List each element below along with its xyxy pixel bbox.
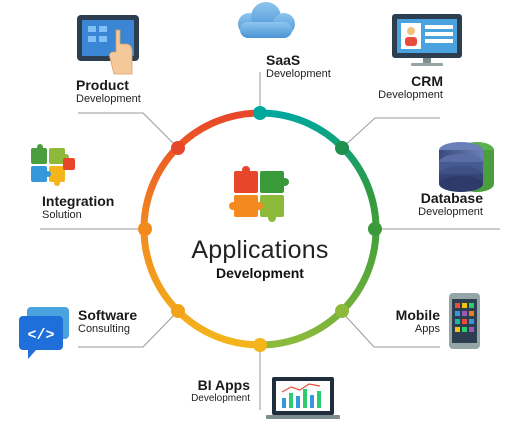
label-database: Database Development: [418, 190, 483, 219]
node-software: [171, 304, 185, 318]
label-integration-subtitle: Solution: [42, 209, 82, 222]
label-saas: SaaS Development: [266, 52, 331, 81]
node-integration: [138, 222, 152, 236]
laptop-chart-icon: [266, 377, 340, 419]
label-integration: Integration Solution: [42, 193, 114, 222]
label-integration-title: Integration: [42, 193, 115, 209]
label-product-title: Product: [76, 77, 129, 93]
svg-text:</>: </>: [27, 327, 54, 344]
label-software-subtitle: Consulting: [78, 323, 130, 336]
label-bi-subtitle: Development: [191, 393, 250, 405]
node-product: [171, 141, 185, 155]
center-title-sub: Development: [216, 265, 304, 281]
monitor-profile-icon: [392, 14, 462, 66]
label-database-title: Database: [420, 190, 483, 206]
connector-crm: [340, 117, 440, 150]
label-crm-title: CRM: [411, 73, 443, 89]
cloud-icon: [238, 2, 295, 38]
label-software-title: Software: [78, 307, 138, 323]
center-puzzle-icon: [229, 166, 289, 222]
center-title: Applications Development: [176, 236, 344, 281]
tablet-touch-icon: [77, 15, 139, 75]
label-database-subtitle: Development: [418, 206, 483, 219]
label-mobile-subtitle: Apps: [414, 323, 440, 336]
connector-software: [78, 310, 179, 348]
node-bi: [253, 338, 267, 352]
connector-product: [78, 112, 179, 149]
label-software: Software Consulting: [78, 307, 137, 336]
ring-nodes: [138, 106, 382, 352]
center-title-main: Applications: [191, 236, 329, 264]
label-mobile: Mobile Apps: [396, 307, 440, 336]
ring-right-arc: [259, 109, 380, 349]
smartphone-icon: [449, 293, 480, 349]
label-saas-subtitle: Development: [266, 68, 331, 81]
database-icon: [439, 142, 494, 192]
label-product-subtitle: Development: [76, 93, 141, 106]
label-bi-title: BI Apps: [197, 377, 250, 393]
puzzle-icon: [31, 144, 75, 186]
node-saas: [253, 106, 267, 120]
label-crm: CRM Development: [378, 73, 443, 102]
label-bi: BI Apps Development: [191, 377, 250, 405]
connector-mobile: [340, 310, 440, 348]
ring-left-arc: [140, 109, 261, 349]
label-saas-title: SaaS: [266, 52, 301, 68]
label-product: Product Development: [76, 77, 141, 106]
connector-lines: [40, 72, 500, 410]
label-crm-subtitle: Development: [378, 89, 443, 102]
node-mobile: [335, 304, 349, 318]
node-crm: [335, 141, 349, 155]
node-database: [368, 222, 382, 236]
code-chat-icon: </>: [19, 307, 69, 359]
label-mobile-title: Mobile: [395, 307, 440, 323]
